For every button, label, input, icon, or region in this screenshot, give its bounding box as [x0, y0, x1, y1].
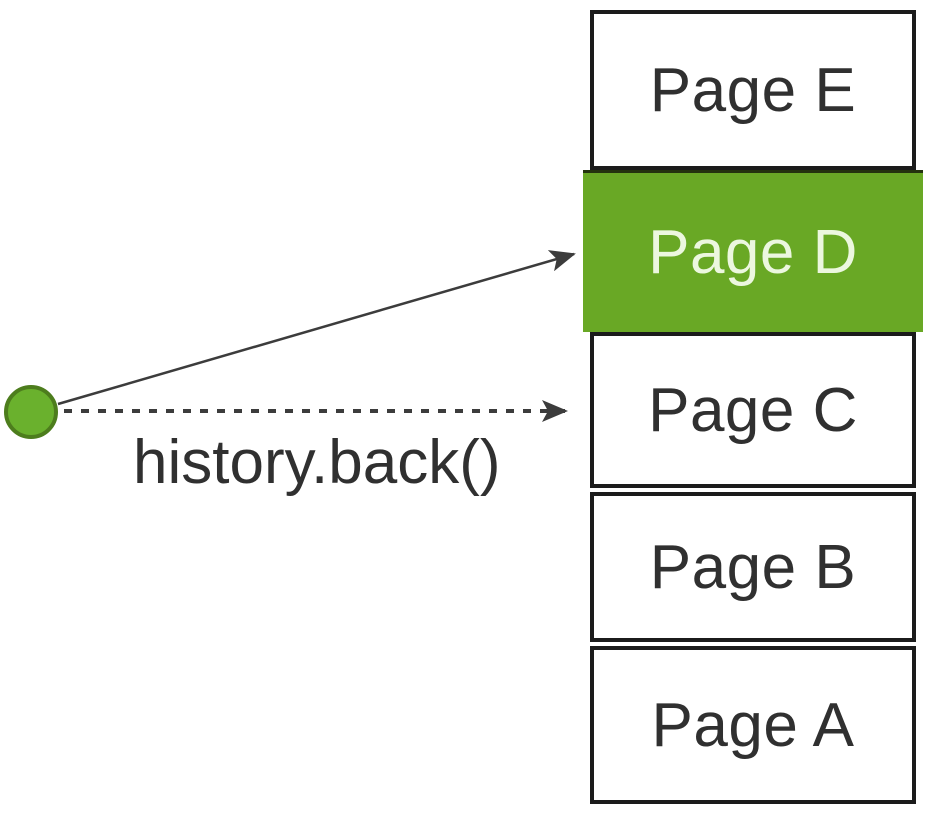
- stack-item-page-e: Page E: [590, 10, 916, 170]
- stack-item-page-c: Page C: [590, 332, 916, 488]
- page-label: Page D: [648, 218, 858, 287]
- page-label: Page E: [649, 55, 857, 125]
- page-label: Page A: [651, 690, 855, 760]
- page-label: Page C: [648, 375, 858, 445]
- stack-item-page-b: Page B: [590, 492, 916, 642]
- page-label: Page B: [649, 532, 857, 602]
- stack-item-page-a: Page A: [590, 646, 916, 804]
- stack-item-page-d-current: Page D: [583, 170, 923, 332]
- history-back-label: history.back(): [133, 428, 501, 497]
